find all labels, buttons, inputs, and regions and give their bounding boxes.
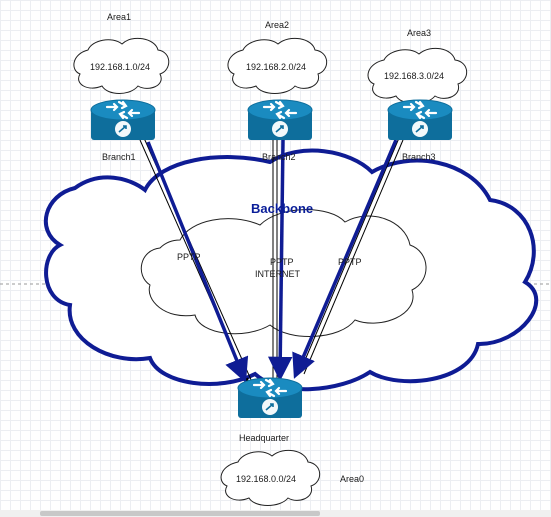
- link-branch2-hq: [267, 139, 293, 382]
- link-branch3-hq: [292, 139, 398, 379]
- area3-cloud[interactable]: [367, 47, 468, 104]
- internet-label: INTERNET: [255, 269, 301, 279]
- tunnel2-label: PPTP: [270, 257, 294, 267]
- router-icon[interactable]: [236, 376, 304, 420]
- area1-subnet: 192.168.1.0/24: [90, 62, 150, 72]
- branch2-label: Branch2: [262, 152, 296, 162]
- router-icon[interactable]: [386, 98, 454, 142]
- tunnel-line-branch3: [299, 137, 400, 373]
- branch1-label: Branch1: [102, 152, 136, 162]
- branch3-label: Branch3: [402, 152, 436, 162]
- tunnel1-label: PPTP: [177, 252, 201, 262]
- tunnel3-label: PPTP: [338, 257, 362, 267]
- router-icon[interactable]: [89, 98, 157, 142]
- area2-subnet: 192.168.2.0/24: [246, 62, 306, 72]
- area0-label: Area0: [340, 474, 364, 484]
- area2-cloud[interactable]: [227, 37, 328, 94]
- area3-subnet: 192.168.3.0/24: [384, 71, 444, 81]
- backbone-label: Backbone: [251, 201, 313, 216]
- area2-label: Area2: [265, 20, 289, 30]
- area0-cloud[interactable]: [220, 449, 321, 506]
- scrollbar-thumb[interactable]: [40, 511, 320, 516]
- headquarter-label: Headquarter: [239, 433, 289, 443]
- area1-label: Area1: [107, 12, 131, 22]
- area0-subnet: 192.168.0.0/24: [236, 474, 296, 484]
- area3-label: Area3: [407, 28, 431, 38]
- router-icon[interactable]: [246, 98, 314, 142]
- link-branch1-hq: [146, 141, 249, 383]
- area1-cloud[interactable]: [73, 37, 170, 94]
- tunnel-line-branch3-b: [303, 139, 404, 375]
